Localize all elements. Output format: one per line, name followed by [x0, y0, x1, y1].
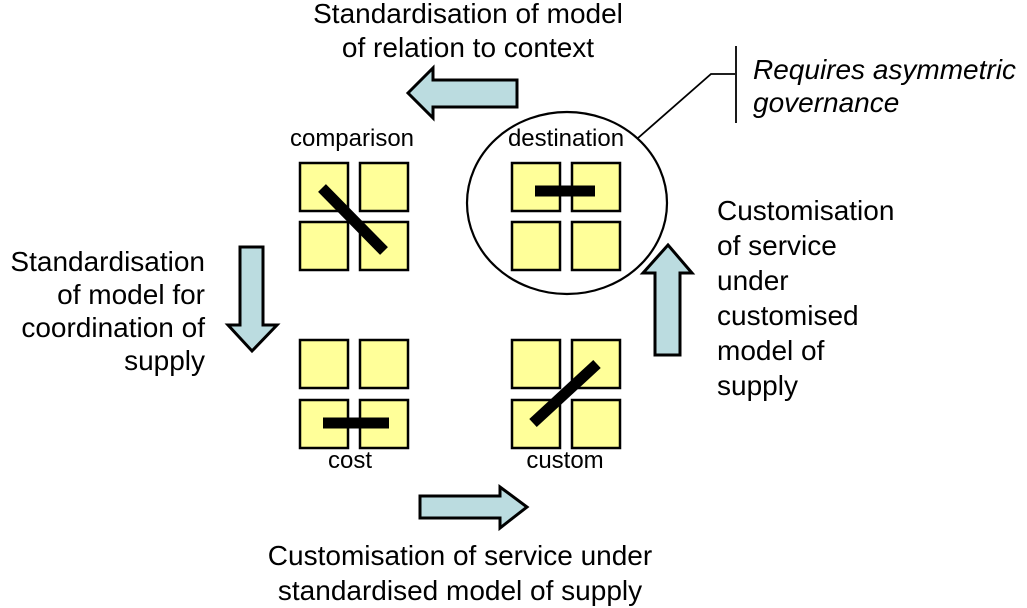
comparison-diagonal-bar-icon	[318, 184, 388, 255]
destination-grid	[510, 161, 622, 272]
annotation-label: Requires asymmetric governance	[753, 54, 1016, 118]
square	[510, 220, 562, 272]
quadrant-label-destination: destination	[507, 125, 625, 152]
quadrant-label-cost: cost	[327, 447, 372, 474]
cost-grid	[298, 338, 410, 450]
custom-grid	[510, 338, 622, 450]
right-arrow-label: Customisation of service under customise…	[717, 195, 895, 401]
square	[298, 220, 350, 272]
square	[298, 338, 350, 390]
custom-diagonal-bar-icon	[529, 359, 601, 428]
right-arrow-icon	[418, 484, 530, 532]
destination-highlight-circle	[465, 110, 669, 296]
up-arrow-icon	[639, 242, 696, 357]
left-arrow-icon	[405, 64, 519, 122]
comparison-grid	[298, 161, 410, 272]
top-arrow-label: Standardisation of model of relation to …	[313, 0, 623, 63]
down-arrow-icon	[224, 245, 281, 354]
square	[570, 398, 622, 450]
bottom-arrow-label: Customisation of service under standardi…	[267, 540, 653, 606]
square	[358, 338, 410, 390]
square	[358, 161, 410, 213]
quadrant-label-custom: custom	[526, 447, 604, 474]
square	[510, 338, 562, 390]
callout-line	[637, 73, 735, 139]
quadrant-label-comparison: comparison	[289, 125, 415, 152]
left-arrow-label: Standardisation of model for coordinatio…	[10, 246, 205, 376]
square	[570, 220, 622, 272]
